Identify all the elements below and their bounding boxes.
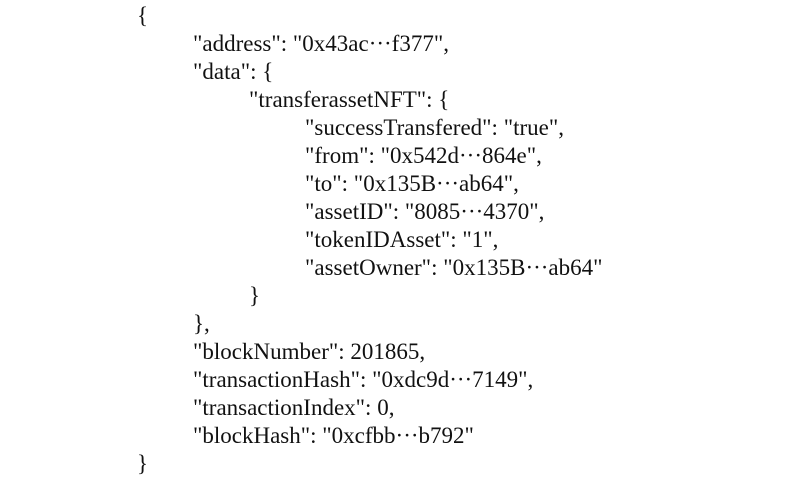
to-line: "to": "0x135B···ab64", <box>305 171 519 196</box>
data-close-line: }, <box>193 311 210 336</box>
assetid-line: "assetID": "8085···4370", <box>305 199 545 224</box>
blocknumber-line: "blockNumber": 201865, <box>193 339 426 364</box>
from-line: "from": "0x542d···864e", <box>305 143 542 168</box>
successtransfered-line: "successTransfered": "true", <box>305 115 564 140</box>
assetowner-line: "assetOwner": "0x135B···ab64" <box>305 255 603 280</box>
transferassetnft-close-line: } <box>249 283 261 308</box>
close-brace: } <box>137 451 149 476</box>
transactionindex-line: "transactionIndex": 0, <box>193 395 395 420</box>
blockhash-line: "blockHash": "0xcfbb···b792" <box>193 423 474 448</box>
open-brace: { <box>137 3 149 28</box>
transferassetnft-open-line: "transferassetNFT": { <box>249 87 450 112</box>
transactionhash-line: "transactionHash": "0xdc9d···7149", <box>193 367 534 392</box>
data-open-line: "data": { <box>193 59 274 84</box>
tokenidasset-line: "tokenIDAsset": "1", <box>305 227 499 252</box>
address-line: "address": "0x43ac···f377", <box>193 31 449 56</box>
